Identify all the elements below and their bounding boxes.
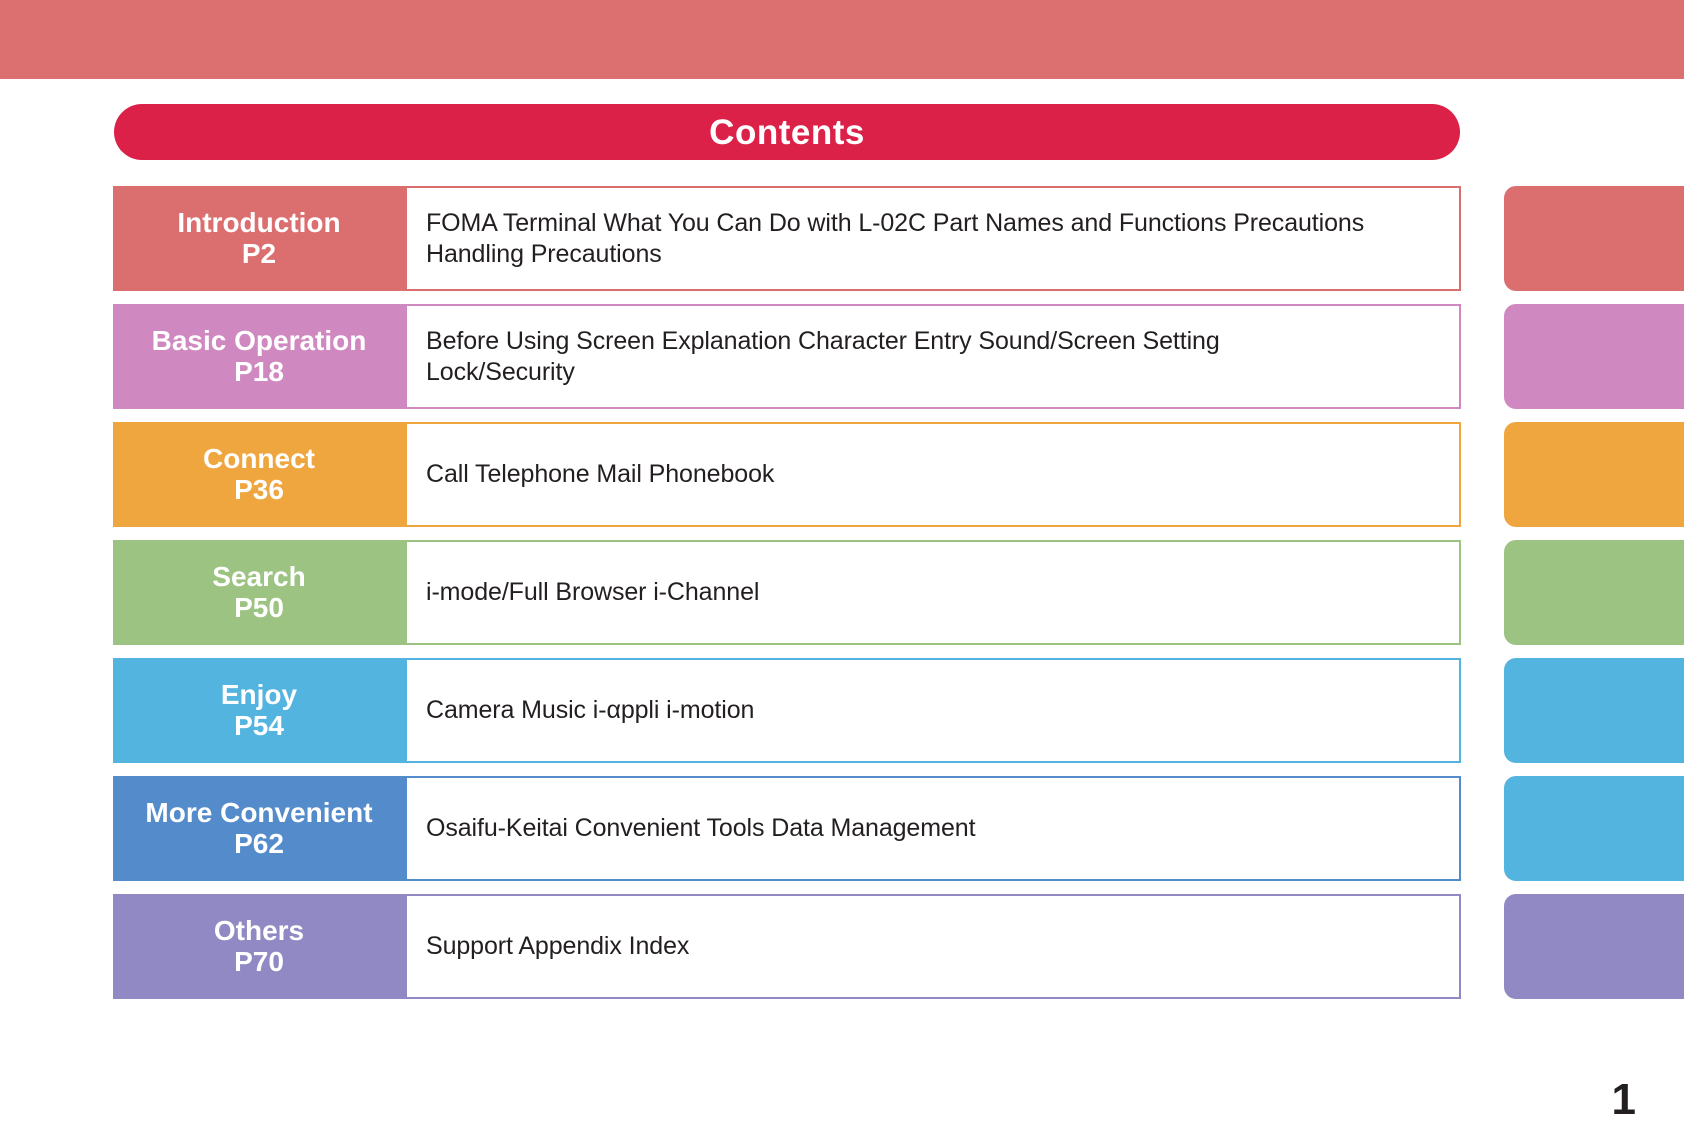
section-page-ref: P18 [234, 355, 284, 387]
section-page-ref: P54 [234, 709, 284, 741]
section-items: Call Telephone Mail Phonebook [426, 459, 774, 490]
section-page-ref: P62 [234, 827, 284, 859]
section-items-line: i-mode/Full Browser i-Channel [426, 578, 760, 607]
section-name: More Convenient [145, 797, 373, 829]
section-items-box: Before Using Screen Explanation Characte… [405, 304, 1461, 409]
section-name: Enjoy [220, 679, 298, 711]
section-name: Connect [203, 443, 315, 475]
section-items-box: Call Telephone Mail Phonebook [405, 422, 1461, 527]
side-tab-others[interactable] [1504, 894, 1684, 999]
contents-banner: Contents [114, 104, 1460, 160]
side-tab-search[interactable] [1504, 540, 1684, 645]
section-page-ref: P2 [241, 237, 277, 269]
section-items-line: Call Telephone Mail Phonebook [426, 460, 775, 489]
section-page-ref: P70 [234, 945, 284, 977]
section-items-box: i-mode/Full Browser i-Channel [405, 540, 1461, 645]
section-items: Support Appendix Index [426, 931, 689, 962]
section-items-box: Camera Music i-αppli i-motion [405, 658, 1461, 763]
section-items: Osaifu-Keitai Convenient Tools Data Mana… [426, 813, 976, 844]
section-page-ref: P50 [234, 591, 284, 623]
page-title: Contents [709, 112, 865, 152]
section-items: Camera Music i-αppli i-motion [426, 695, 754, 726]
section-items-line: FOMA Terminal What You Can Do with L-02C… [426, 209, 1365, 237]
section-items: Before Using Screen Explanation Characte… [426, 326, 1220, 387]
side-tab-basic-operation[interactable] [1504, 304, 1684, 409]
side-index-tabs [1504, 186, 1684, 1012]
section-name: Search [212, 561, 306, 593]
section-items-box: FOMA Terminal What You Can Do with L-02C… [405, 186, 1461, 291]
section-items-line: Handling Precautions [426, 239, 662, 268]
section-items-line: Camera Music i-αppli i-motion [426, 696, 755, 725]
section-name: Others [213, 915, 305, 947]
section-items-line: Support Appendix Index [426, 932, 690, 961]
top-decorative-band [0, 0, 1684, 79]
section-name: Introduction [177, 207, 341, 239]
section-items: i-mode/Full Browser i-Channel [426, 577, 759, 608]
section-items-box: Osaifu-Keitai Convenient Tools Data Mana… [405, 776, 1461, 881]
section-items-line: Before Using Screen Explanation Characte… [426, 327, 1220, 355]
side-tab-more-convenient[interactable] [1504, 776, 1684, 881]
side-tab-introduction[interactable] [1504, 186, 1684, 291]
section-items-line: Lock/Security [426, 357, 575, 386]
side-tab-connect[interactable] [1504, 422, 1684, 527]
page-number: 1 [1611, 1075, 1636, 1124]
section-name: Basic Operation [151, 325, 367, 357]
section-items: FOMA Terminal What You Can Do with L-02C… [426, 208, 1364, 269]
section-items-line: Osaifu-Keitai Convenient Tools Data Mana… [426, 814, 976, 843]
section-page-ref: P36 [234, 473, 284, 505]
side-tab-enjoy[interactable] [1504, 658, 1684, 763]
section-items-box: Support Appendix Index [405, 894, 1461, 999]
